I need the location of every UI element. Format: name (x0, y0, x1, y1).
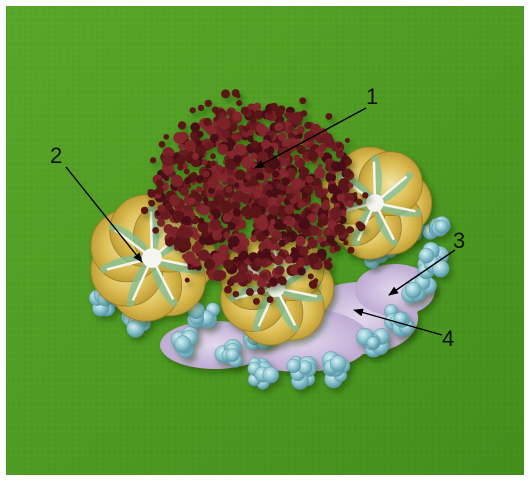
label-4: 4 (442, 326, 454, 351)
label-3: 3 (453, 228, 465, 253)
label-2: 2 (50, 143, 62, 168)
label-1: 1 (366, 84, 378, 109)
